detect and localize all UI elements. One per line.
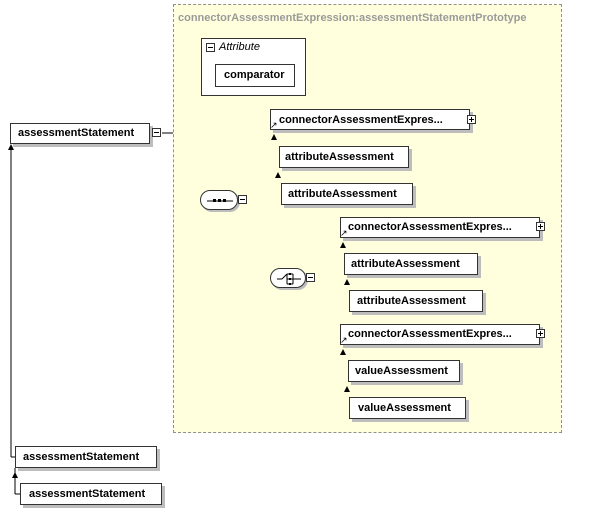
reference-arrow-icon: ↗	[340, 228, 348, 238]
expand-icon[interactable]	[467, 115, 476, 124]
collapse-root-icon[interactable]	[152, 128, 161, 137]
choice-icon	[277, 273, 301, 285]
seq-child-attribute-assessment[interactable]	[279, 146, 409, 168]
seq-child-label: attributeAssessment	[288, 188, 397, 200]
bottom-node-label: assessmentStatement	[29, 488, 146, 500]
choice-child-label: connectorAssessmentExpres...	[348, 328, 512, 340]
attribute-group-title: Attribute	[219, 41, 260, 53]
choice-compositor[interactable]	[270, 268, 306, 288]
bottom-node-assessment-statement[interactable]	[15, 446, 157, 468]
bottom-node-assessment-statement[interactable]	[20, 483, 162, 505]
collapse-attribute-icon[interactable]	[206, 43, 215, 52]
choice-child-attribute-assessment[interactable]	[349, 290, 483, 312]
choice-child-label: attributeAssessment	[351, 258, 460, 270]
derivation-arrow-icon	[344, 279, 350, 285]
root-node-label: assessmentStatement	[18, 127, 135, 139]
reference-arrow-icon: ↗	[340, 335, 348, 345]
derivation-arrow-icon	[340, 349, 346, 355]
seq-child-label: connectorAssessmentExpres...	[279, 114, 443, 126]
derivation-arrow-icon	[344, 386, 350, 392]
expand-icon[interactable]	[536, 222, 545, 231]
derivation-arrow-icon	[340, 242, 346, 248]
expand-icon[interactable]	[536, 329, 545, 338]
choice-child-label: connectorAssessmentExpres...	[348, 221, 512, 233]
collapse-choice-icon[interactable]	[306, 273, 315, 282]
derivation-arrow-icon	[275, 172, 281, 178]
sequence-icon	[207, 199, 233, 202]
choice-child-value-assessment[interactable]	[349, 397, 466, 419]
seq-child-attribute-assessment[interactable]	[281, 183, 413, 205]
choice-child-value-assessment[interactable]	[348, 360, 460, 382]
derivation-arrow-icon	[12, 472, 18, 478]
root-node-assessment-statement[interactable]	[10, 123, 150, 144]
attribute-comparator-label: comparator	[224, 69, 285, 81]
reference-arrow-icon: ↗	[270, 120, 278, 130]
derivation-arrow-icon	[8, 144, 14, 150]
seq-child-label: attributeAssessment	[285, 151, 394, 163]
attribute-comparator[interactable]	[215, 64, 295, 87]
sequence-compositor[interactable]	[200, 190, 238, 210]
group-title: connectorAssessmentExpression:assessment…	[178, 12, 527, 24]
derivation-arrow-icon	[271, 134, 277, 140]
collapse-sequence-icon[interactable]	[238, 195, 247, 204]
choice-child-attribute-assessment[interactable]	[344, 253, 478, 275]
bottom-node-label: assessmentStatement	[23, 451, 140, 463]
choice-child-label: attributeAssessment	[357, 295, 466, 307]
choice-child-label: valueAssessment	[355, 365, 448, 377]
choice-child-label: valueAssessment	[358, 402, 451, 414]
